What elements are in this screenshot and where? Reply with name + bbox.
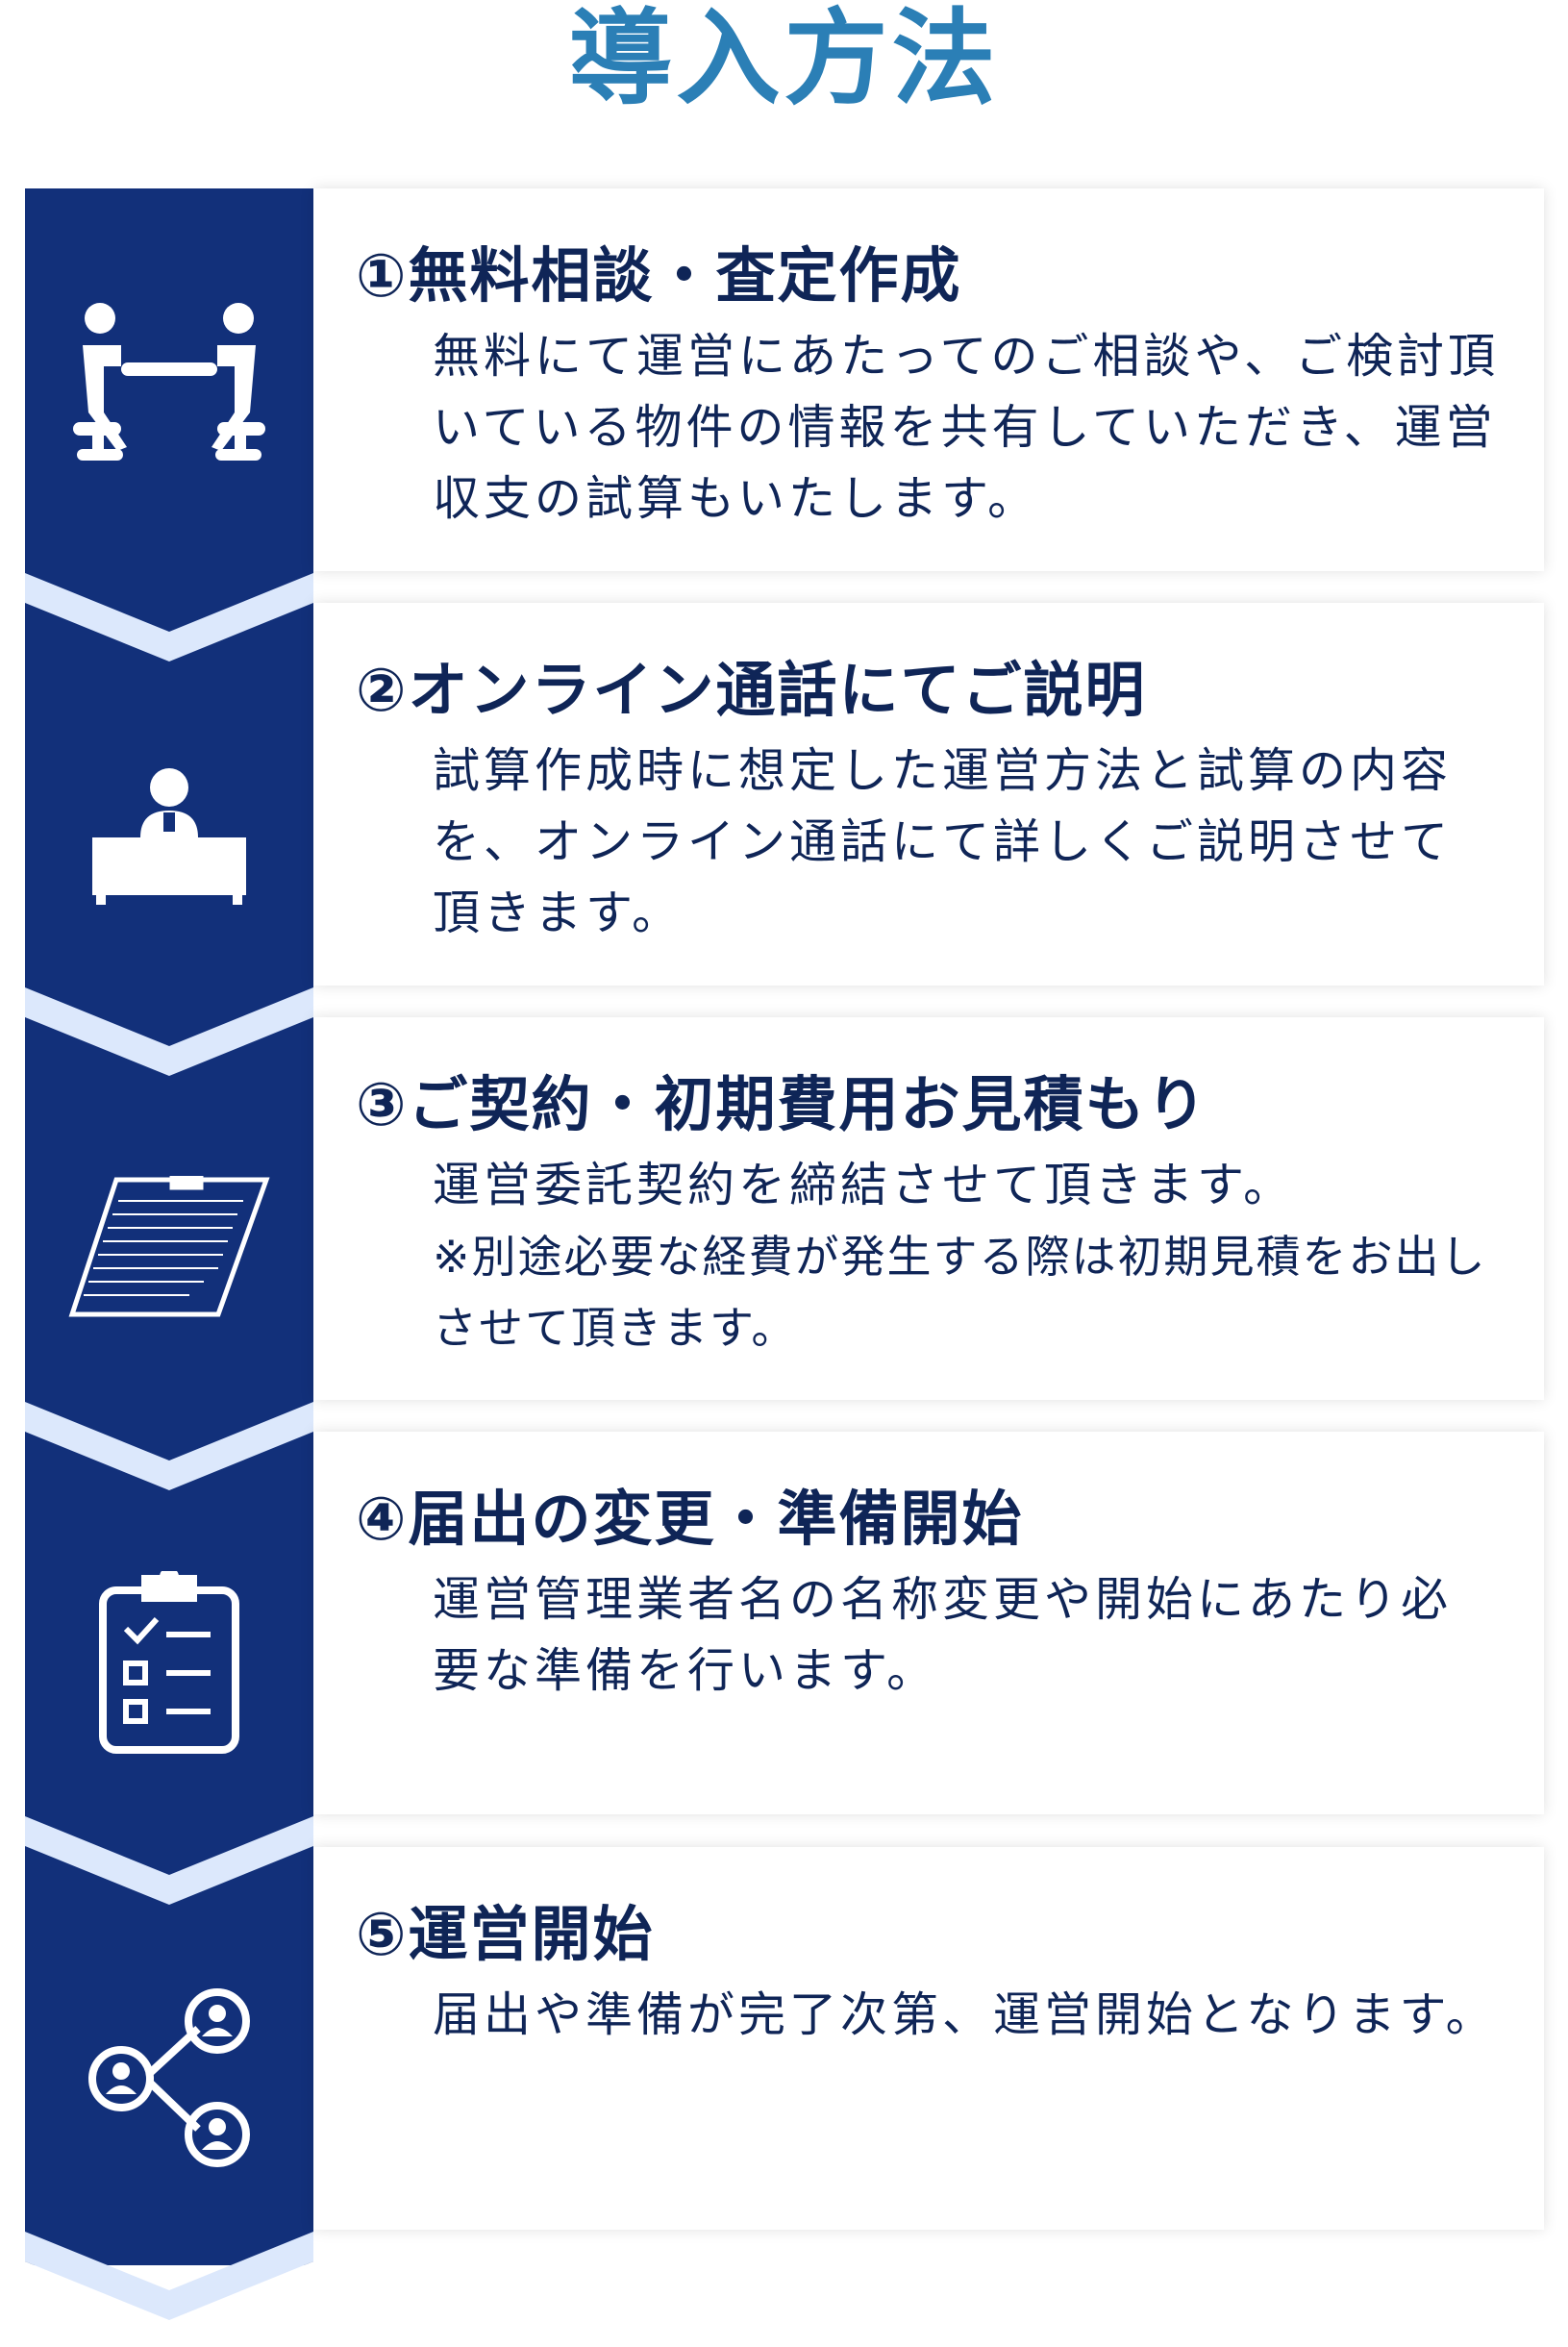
meeting-icon — [25, 237, 313, 525]
step-title: ⑤運営開始 — [356, 1899, 655, 1969]
step-description: 運営管理業者名の名称変更や開始にあたり必要な準備を行います。 — [433, 1572, 1453, 1698]
step-chevron — [25, 573, 313, 662]
step-card-3: ③ご契約・初期費用お見積もり 運営委託契約を締結させて頂きます。 ※別途必要な経費… — [313, 1017, 1544, 1400]
step-title: ③ご契約・初期費用お見積もり — [356, 1069, 1208, 1139]
step-description: 試算作成時に想定した運営方法と試算の内容を、オンライン通話にて詳しくご説明させて… — [433, 743, 1453, 940]
step-description: 無料にて運営にあたってのご相談や、ご検討頂いている物件の情報を共有していただき、… — [433, 329, 1500, 526]
step-chevron — [25, 1816, 313, 1905]
step-card-2: ②オンライン通話にてご説明 試算作成時に想定した運営方法と試算の内容を、オンライ… — [313, 603, 1544, 986]
step-description: 運営委託契約を締結させて頂きます。 ※別途必要な経費が発生する際は初期見積をお出し… — [433, 1150, 1500, 1363]
step-card-4: ④届出の変更・準備開始 運営管理業者名の名称変更や開始にあたり必要な準備を行いま… — [313, 1432, 1544, 1814]
step-title: ②オンライン通話にてご説明 — [356, 655, 1147, 725]
step-chevron — [25, 987, 313, 1076]
contract-document-icon — [25, 1104, 313, 1392]
checklist-clipboard-icon — [25, 1518, 313, 1807]
person-at-desk-icon — [25, 688, 313, 977]
step-title: ④届出の変更・準備開始 — [356, 1484, 1024, 1554]
page-title: 導入方法 — [568, 0, 1000, 119]
step-card-1: ①無料相談・査定作成 無料にて運営にあたってのご相談や、ご検討頂いている物件の情… — [313, 188, 1544, 571]
network-share-icon — [25, 1934, 313, 2222]
step-description: 届出や準備が完了次第、運営開始となります。 — [433, 1987, 1497, 2042]
step-description-main: 運営委託契約を締結させて頂きます。 — [433, 1158, 1295, 1212]
step-chevron — [25, 2232, 313, 2320]
step-card-5: ⑤運営開始 届出や準備が完了次第、運営開始となります。 — [313, 1847, 1544, 2230]
step-note: ※別途必要な経費が発生する際は初期見積をお出しさせて頂きます。 — [433, 1231, 1487, 1354]
step-chevron — [25, 1402, 313, 1490]
step-title: ①無料相談・査定作成 — [356, 240, 962, 311]
